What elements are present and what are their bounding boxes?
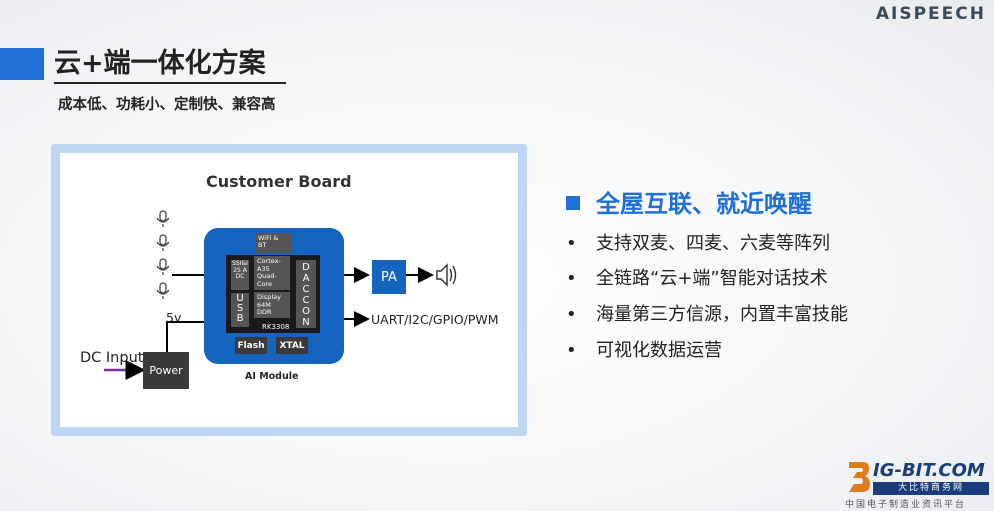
ssi-adc-block: SSI&I2S ADC [231, 260, 249, 290]
feature-item: • 全链路“云+端”智能对话技术 [566, 267, 828, 291]
dc-input-label: DC Input [80, 350, 144, 366]
watermark-logo: IG-BIT.COM 大比特商务网 中国电子制造业资讯平台 [845, 460, 990, 510]
interface-label: UART/I2C/GPIO/PWM [371, 312, 499, 327]
watermark-mark-icon [849, 462, 870, 492]
board-title: Customer Board [206, 172, 352, 191]
square-bullet-icon [566, 196, 580, 210]
feature-item-text: 支持双麦、四麦、六麦等阵列 [596, 233, 830, 254]
wifi-bt-block: WiFi & BT [255, 233, 291, 253]
page-title: 云+端一体化方案 [54, 48, 266, 79]
usb-block: USB [231, 293, 249, 327]
watermark-name: IG-BIT.COM [873, 460, 985, 481]
xtal-block: XTAL [276, 337, 308, 354]
feature-item: • 可视化数据运营 [566, 339, 722, 363]
feature-item: • 支持双麦、四麦、六麦等阵列 [566, 232, 830, 256]
feature-item: • 海量第三方信源，内置丰富技能 [566, 303, 848, 327]
bullet-icon: • [566, 268, 577, 289]
feature-heading: 全屋互联、就近唤醒 [566, 188, 812, 220]
title-underline [54, 82, 286, 84]
page-subtitle: 成本低、功耗小、定制快、兼容高 [58, 97, 276, 113]
feature-item-text: 海量第三方信源，内置丰富技能 [596, 304, 848, 325]
feature-item-text: 可视化数据运营 [596, 340, 722, 361]
dac-block: DACCON [296, 260, 316, 328]
bullet-icon: • [566, 233, 577, 254]
voltage-label: 5v [166, 310, 182, 325]
microphone-icon [156, 210, 170, 299]
power-5v-arrow [166, 314, 224, 352]
speaker-icon [436, 263, 457, 287]
flash-block: Flash [235, 337, 267, 354]
bullet-icon: • [566, 304, 577, 325]
bullet-icon: • [566, 340, 577, 361]
chip-model-label: RK3308 [262, 323, 290, 331]
watermark-sub: 中国电子制造业资讯平台 [845, 500, 967, 510]
feature-item-text: 全链路“云+端”智能对话技术 [596, 268, 828, 289]
watermark-tag: 大比特商务网 [873, 482, 989, 495]
cpu-block: Cortex-A35 Quad-Core [254, 256, 290, 290]
ai-module-label: AI Module [245, 371, 299, 382]
power-block: Power [143, 352, 189, 389]
feature-heading-text: 全屋互联、就近唤醒 [596, 190, 812, 218]
display-ddr-block: Display 64M DDR [254, 292, 290, 318]
brand-logo: AISPEECH [875, 4, 986, 24]
title-accent-bar [0, 48, 44, 80]
pa-block: PA [372, 260, 406, 294]
